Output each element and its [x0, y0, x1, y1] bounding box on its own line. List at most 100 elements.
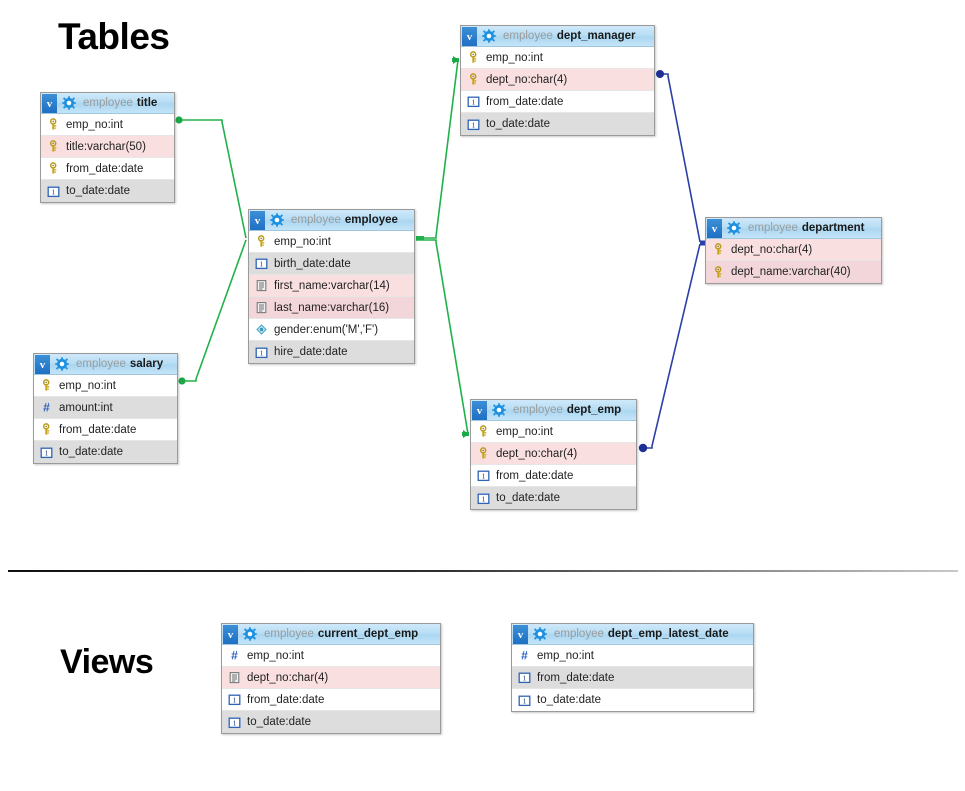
column-row[interactable]: dept_no : char(4) [706, 239, 881, 261]
relationship-title-employee [175, 116, 247, 239]
column-row[interactable]: dept_no : char(4) [461, 69, 654, 91]
key-icon [40, 379, 53, 392]
text-icon [255, 301, 268, 314]
column-type-separator: : [315, 235, 319, 248]
column-type-label: date [328, 257, 351, 270]
svg-text:1: 1 [52, 187, 56, 196]
view-badge-icon: v [250, 211, 265, 230]
gear-icon [533, 627, 547, 641]
column-row[interactable]: first_name : varchar(14) [249, 275, 414, 297]
column-type-separator: : [288, 649, 292, 662]
column-row[interactable]: emp_no : int [34, 375, 177, 397]
column-name-label: emp_no [496, 425, 538, 438]
key-icon [47, 118, 60, 131]
column-name-label: dept_no [486, 73, 528, 86]
column-type-separator: : [547, 469, 551, 482]
key-icon [467, 73, 480, 86]
column-name-label: emp_no [66, 118, 108, 131]
date-icon: 1 [255, 346, 268, 359]
entity-schema-label: employee [748, 222, 798, 234]
column-row[interactable]: dept_name : varchar(40) [706, 261, 881, 283]
column-row[interactable]: emp_no : int [471, 421, 636, 443]
key-icon [47, 140, 60, 153]
column-row[interactable]: #emp_no : int [512, 645, 753, 667]
column-type-label: date [537, 492, 560, 504]
relationship-employee-dept-manager [416, 56, 459, 240]
svg-text:1: 1 [260, 260, 264, 269]
entity-name-label: current_dept_emp [317, 628, 419, 640]
column-type-label: varchar(16) [330, 301, 390, 314]
column-row[interactable]: from_date : date [41, 158, 174, 180]
section-title-views: Views [60, 643, 154, 681]
column-type-label: date [288, 716, 311, 728]
column-type-separator: : [537, 447, 541, 460]
view-badge-icon: v [472, 401, 487, 420]
view-badge-icon: v [42, 94, 57, 113]
date-icon: 1 [477, 492, 490, 505]
section-divider [8, 570, 958, 572]
column-name-label: emp_no [59, 379, 101, 392]
column-name-label: to_date [247, 716, 286, 728]
column-row[interactable]: from_date : date [34, 419, 177, 441]
column-row[interactable]: dept_no : char(4) [222, 667, 440, 689]
svg-text:#: # [521, 649, 528, 662]
column-type-separator: : [788, 266, 792, 278]
svg-text:1: 1 [260, 348, 264, 357]
text-icon [228, 671, 241, 684]
svg-text:1: 1 [482, 472, 486, 481]
column-name-label: from_date [537, 671, 589, 684]
column-row[interactable]: emp_no : int [41, 114, 174, 136]
column-row[interactable]: #amount : int [34, 397, 177, 419]
column-row[interactable]: title : varchar(50) [41, 136, 174, 158]
entity-schema-label: employee [513, 404, 563, 416]
column-name-label: dept_no [247, 671, 289, 684]
column-row[interactable]: emp_no : int [249, 231, 414, 253]
column-row[interactable]: dept_no : char(4) [471, 443, 636, 465]
column-row[interactable]: last_name : varchar(16) [249, 297, 414, 319]
column-type-label: char(4) [540, 447, 578, 460]
column-row[interactable]: emp_no : int [461, 47, 654, 69]
column-type-separator: : [83, 140, 88, 153]
section-title-tables: Tables [58, 16, 170, 57]
column-type-label: enum('M','F') [313, 323, 379, 336]
svg-text:#: # [43, 401, 50, 414]
column-name-label: to_date [486, 118, 525, 130]
column-row[interactable]: #emp_no : int [222, 645, 440, 667]
svg-text:1: 1 [45, 448, 49, 457]
column-type-separator: : [97, 446, 101, 458]
column-type-label: int [100, 401, 113, 414]
column-name-label: to_date [537, 694, 576, 706]
column-type-label: char(4) [775, 243, 813, 256]
gear-icon [492, 403, 506, 417]
gear-icon [727, 221, 741, 235]
column-row[interactable]: gender : enum('M','F') [249, 319, 414, 341]
